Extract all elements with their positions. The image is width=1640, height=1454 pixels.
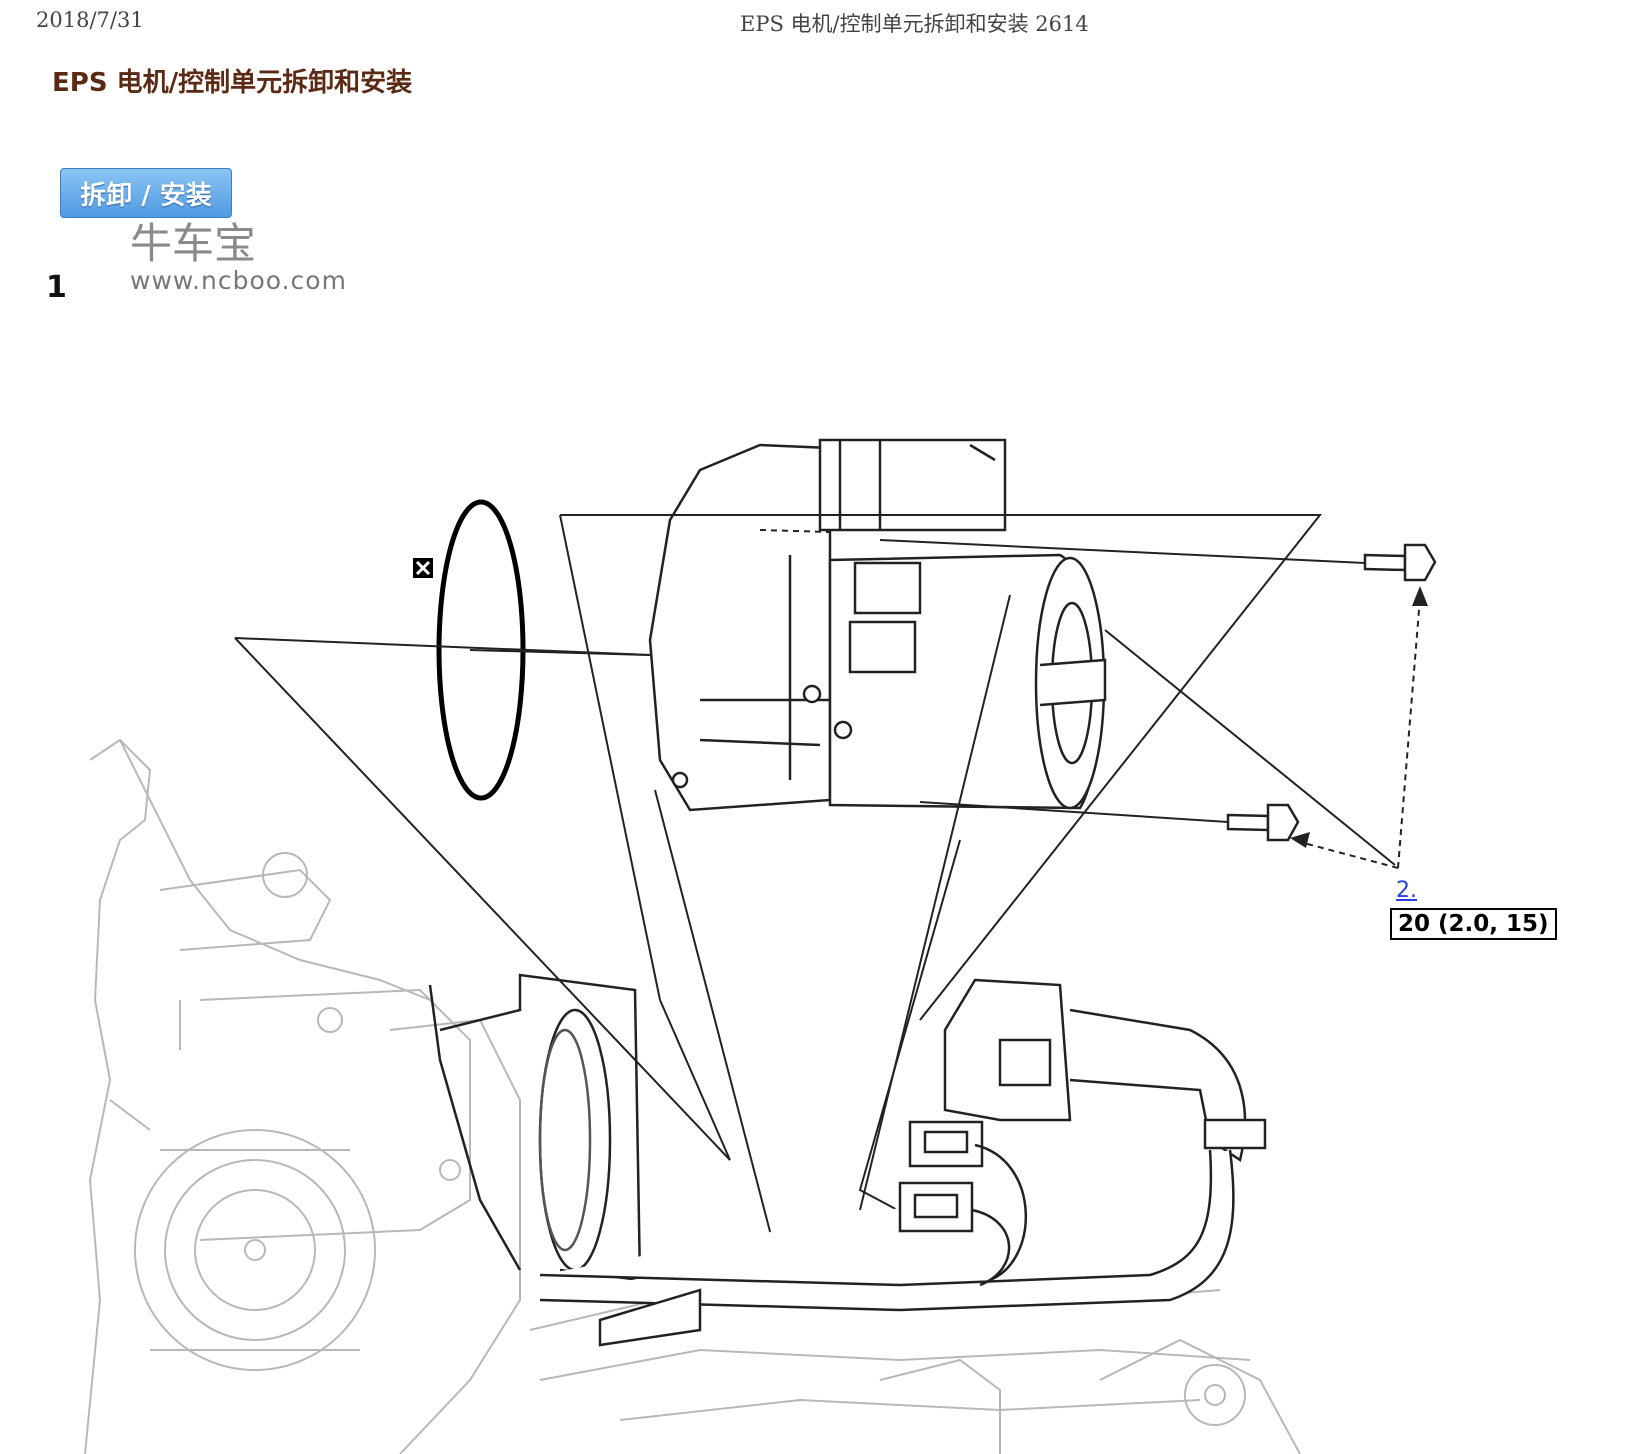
print-doc-title: EPS 电机/控制单元拆卸和安装 2614 — [740, 12, 1089, 36]
page-title: EPS 电机/控制单元拆卸和安装 — [52, 68, 413, 98]
callout-link-2[interactable]: 2. — [1396, 878, 1417, 903]
removal-install-button[interactable]: 拆卸 / 安装 — [60, 168, 232, 218]
x-box-icon — [413, 558, 433, 578]
watermark-url: www.ncboo.com — [130, 266, 347, 295]
eps-motor-exploded-diagram — [84, 438, 1437, 1454]
alignment-dashed-line — [759, 529, 831, 533]
engine-background-sketch — [84, 738, 1301, 1454]
torque-spec-box: 20 (2.0, 15) — [1390, 908, 1557, 940]
print-date: 2018/7/31 — [36, 8, 144, 32]
watermark-name: 牛车宝 — [130, 219, 257, 268]
eps-motor-control-unit — [648, 438, 1107, 812]
wire-harness-connector — [539, 978, 1267, 1347]
step-number: 1 — [46, 270, 67, 305]
bolt-upper — [1363, 543, 1437, 582]
column-housing — [428, 973, 642, 1282]
installation-guide-lines — [234, 514, 1396, 1271]
arrow-heads — [1290, 586, 1428, 848]
callout-arrows — [1299, 597, 1421, 869]
bolt-lower — [1226, 803, 1300, 842]
